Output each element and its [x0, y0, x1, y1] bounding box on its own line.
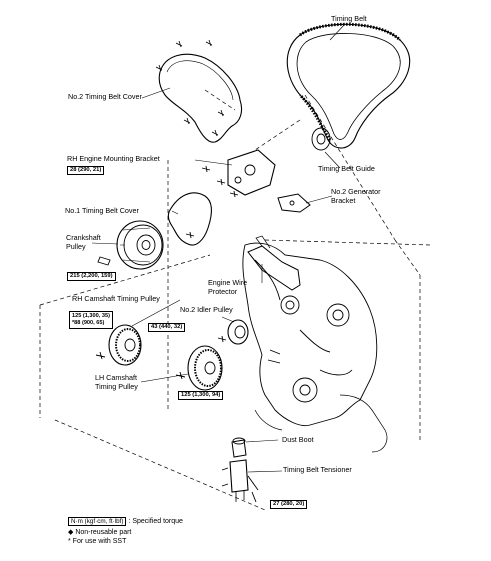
torque-rh-camshaft-value: 125 (1,300, 35) — [72, 313, 110, 319]
engine-wire-protector-part — [247, 235, 301, 291]
no2-generator-bracket-part — [277, 193, 311, 213]
label-timing-belt-tensioner: Timing Belt Tensioner — [283, 465, 352, 474]
rh-camshaft-timing-pulley-part — [95, 324, 142, 366]
label-rh-camshaft-timing-pulley: RH Camshaft Timing Pulley — [72, 294, 160, 303]
non-reusable-diamond-icon: ◆ — [68, 529, 74, 536]
dashed-assembly-lines — [39, 89, 431, 511]
label-rh-engine-mounting-bracket: RH Engine Mounting Bracket — [67, 154, 160, 163]
label-engine-wire-protector: Engine Wire Protector — [208, 278, 248, 296]
lh-camshaft-timing-pulley-part — [175, 345, 223, 391]
torque-idler: 43 (440, 32) — [148, 323, 186, 332]
no1-timing-belt-cover-part — [167, 192, 212, 246]
legend-unit-desc: : Specified torque — [128, 518, 183, 525]
label-timing-belt-guide: Timing Belt Guide — [318, 164, 375, 173]
legend-unit-box: N·m (kgf·cm, ft·lbf) — [68, 517, 127, 526]
rh-engine-mounting-bracket-part — [201, 149, 276, 198]
label-dust-boot: Dust Boot — [282, 435, 314, 444]
no2-idler-pulley-part — [217, 319, 249, 345]
no2-timing-belt-cover-part — [158, 53, 243, 143]
torque-crankshaft: 215 (2,200, 159) — [67, 272, 116, 281]
legend-sst-row: * For use with SST — [68, 538, 127, 545]
label-no2-timing-belt-cover: No.2 Timing Belt Cover — [68, 92, 142, 101]
crankshaft-pulley-part — [97, 220, 164, 270]
label-no1-timing-belt-cover: No.1 Timing Belt Cover — [65, 206, 139, 215]
torque-rh-camshaft-sst: *88 (900, 65) — [72, 320, 105, 326]
label-timing-belt: Timing Belt — [331, 14, 367, 23]
torque-lh-camshaft: 125 (1,300, 94) — [178, 391, 224, 400]
dust-boot-part — [232, 437, 246, 445]
label-no2-generator-bracket: No.2 Generator Bracket — [331, 187, 381, 205]
torque-rh-camshaft: 125 (1,300, 35) *88 (900, 65) — [69, 311, 113, 329]
crank-bolt — [97, 256, 111, 266]
label-no2-idler-pulley: No.2 Idler Pulley — [180, 305, 233, 314]
timing-belt-part — [286, 22, 411, 149]
legend-torque-row: N·m (kgf·cm, ft·lbf) : Specified torque — [68, 517, 183, 526]
timing-belt-guide-part — [311, 127, 331, 151]
label-crankshaft-pulley: Crankshaft Pulley — [66, 233, 101, 251]
torque-tensioner: 27 (280, 20) — [270, 500, 308, 509]
label-lh-camshaft-timing-pulley: LH Camshaft Timing Pulley — [95, 373, 138, 391]
timing-belt-tensioner-part — [221, 439, 259, 503]
cover-bolts — [155, 39, 225, 137]
leader-lines — [91, 23, 346, 473]
torque-bracket: 28 (290, 21) — [67, 166, 105, 175]
legend-non-reusable: Non-reusable part — [75, 529, 132, 536]
legend-non-reusable-row: ◆ Non-reusable part — [68, 528, 131, 537]
engine-block-part — [242, 242, 388, 453]
